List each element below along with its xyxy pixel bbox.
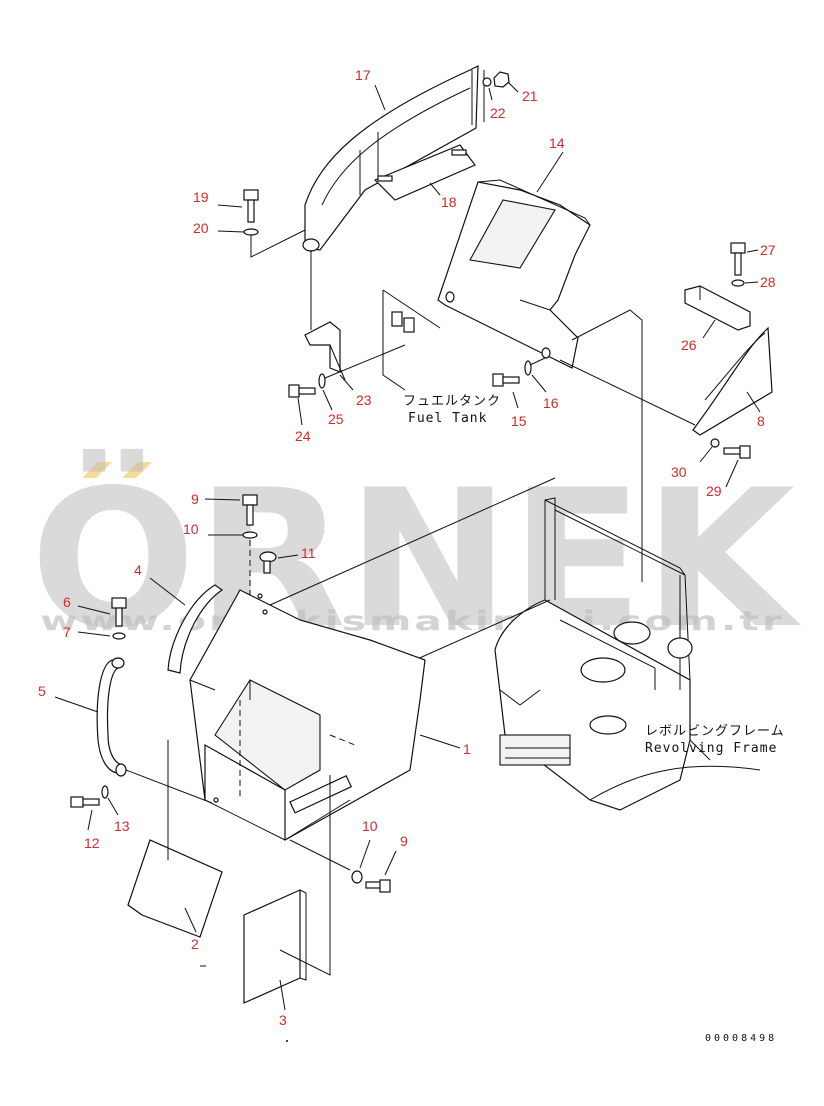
callout-26: 26 xyxy=(681,337,697,353)
part-5-pipe xyxy=(96,657,213,804)
callout-9-lower: 9 xyxy=(400,833,408,849)
callout-16: 16 xyxy=(543,395,559,411)
callout-27: 27 xyxy=(760,242,776,258)
part-6-7-bolt xyxy=(111,597,127,640)
callout-23: 23 xyxy=(356,392,372,408)
callout-28: 28 xyxy=(760,274,776,290)
part-12-13-bolt xyxy=(70,785,109,808)
fuel-tank-en-label: Fuel Tank xyxy=(408,411,487,426)
callout-8: 8 xyxy=(757,413,765,429)
part-9-10-bolt-bottom xyxy=(289,839,391,893)
part-29-30-bolt xyxy=(710,438,751,459)
umlaut-dot-right xyxy=(122,462,152,478)
callout-17: 17 xyxy=(355,67,371,83)
part-1-box xyxy=(189,589,426,842)
callout-30: 30 xyxy=(671,464,687,480)
callout-21: 21 xyxy=(522,88,538,104)
callout-19: 19 xyxy=(193,189,209,205)
part-27-28-bolt xyxy=(730,242,746,287)
callout-11: 11 xyxy=(301,545,316,561)
part-23-bracket xyxy=(304,321,346,381)
drawing-code: 00008498 xyxy=(705,1033,777,1044)
fuel-tank-outline xyxy=(382,289,441,391)
part-3-pad xyxy=(243,775,331,1004)
callout-15: 15 xyxy=(511,413,527,429)
watermark: ÖRNEK www.ornekismakinasi.com.tr xyxy=(30,448,801,670)
part-14-cover xyxy=(437,179,591,369)
part-24-25-bolt xyxy=(288,344,406,398)
umlaut-dot-left xyxy=(82,462,112,478)
callout-24: 24 xyxy=(295,428,311,444)
callout-12: 12 xyxy=(84,835,100,851)
part-11-clip xyxy=(259,551,277,574)
callout-9: 9 xyxy=(191,491,199,507)
fuel-tank-jp-label: フュエルタンク xyxy=(403,394,501,409)
callout-1: 1 xyxy=(463,741,471,757)
callout-20: 20 xyxy=(193,220,209,236)
part-26-bracket xyxy=(684,285,751,331)
callout-29: 29 xyxy=(706,483,722,499)
watermark-brand: ÖRNEK xyxy=(30,448,801,670)
revolving-frame-jp-label: レボルビングフレーム xyxy=(645,724,785,739)
revolving-frame xyxy=(494,497,761,811)
callout-25: 25 xyxy=(328,411,344,427)
callouts: 1 2 3 4 5 6 7 8 9 10 11 12 13 14 15 16 xyxy=(38,67,776,1028)
callout-4: 4 xyxy=(134,562,142,578)
callout-6: 6 xyxy=(63,594,71,610)
callout-5: 5 xyxy=(38,683,46,699)
callout-18: 18 xyxy=(441,194,457,210)
part-18-plate xyxy=(373,144,476,201)
part-21-22-nut xyxy=(482,71,510,88)
callout-14: 14 xyxy=(549,135,565,151)
part-17-rail xyxy=(302,65,485,252)
callout-10: 10 xyxy=(183,521,199,537)
part-15-16-bolt xyxy=(492,357,546,387)
mark-dot xyxy=(286,1040,288,1042)
watermark-url: www.ornekismakinasi.com.tr xyxy=(40,606,785,637)
callout-10-lower: 10 xyxy=(362,818,378,834)
callout-3: 3 xyxy=(279,1012,287,1028)
callout-2: 2 xyxy=(191,936,199,952)
callout-13: 13 xyxy=(114,818,130,834)
part-2-pad xyxy=(127,740,223,938)
part-8-plate xyxy=(692,326,773,436)
callout-7: 7 xyxy=(63,624,71,640)
callout-22: 22 xyxy=(490,105,506,121)
part-4-seal xyxy=(167,584,224,674)
revolving-frame-en-label: Revolving Frame xyxy=(645,741,777,756)
part-19-20-bolt xyxy=(243,189,306,258)
